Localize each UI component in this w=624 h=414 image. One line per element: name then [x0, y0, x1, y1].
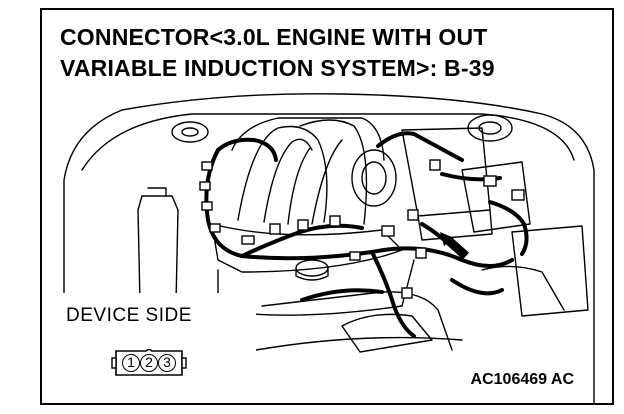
connector-pin-2: 2	[140, 354, 158, 372]
coolant-reservoir	[511, 225, 589, 317]
battery	[401, 127, 491, 217]
fuse-box	[461, 161, 531, 233]
connector-pin-1: 1	[122, 354, 140, 372]
intake-manifold	[231, 117, 385, 225]
harness-connectors	[199, 159, 525, 299]
connector-pin-3: 3	[158, 354, 176, 372]
device-side-label: DEVICE SIDE	[66, 305, 192, 326]
left-strut-tower	[171, 121, 209, 143]
diagram-frame: CONNECTOR<3.0L ENGINE WITH OUT VARIABLE …	[40, 8, 614, 405]
pointer-arrow	[440, 232, 469, 260]
device-side-panel: DEVICE SIDE 1 2 3	[56, 293, 256, 395]
hood-outline	[63, 93, 595, 403]
diagram-title: CONNECTOR<3.0L ENGINE WITH OUT VARIABLE …	[60, 22, 495, 84]
title-line-2: VARIABLE INDUCTION SYSTEM>: B-39	[60, 55, 495, 81]
title-line-1: CONNECTOR<3.0L ENGINE WITH OUT	[60, 24, 488, 50]
connector-face: 1 2 3	[110, 349, 188, 377]
hood-inner-line	[81, 113, 575, 171]
washer-reservoir	[137, 195, 179, 303]
figure-code: AC106469 AC	[470, 371, 574, 388]
throttle-body	[351, 149, 397, 207]
